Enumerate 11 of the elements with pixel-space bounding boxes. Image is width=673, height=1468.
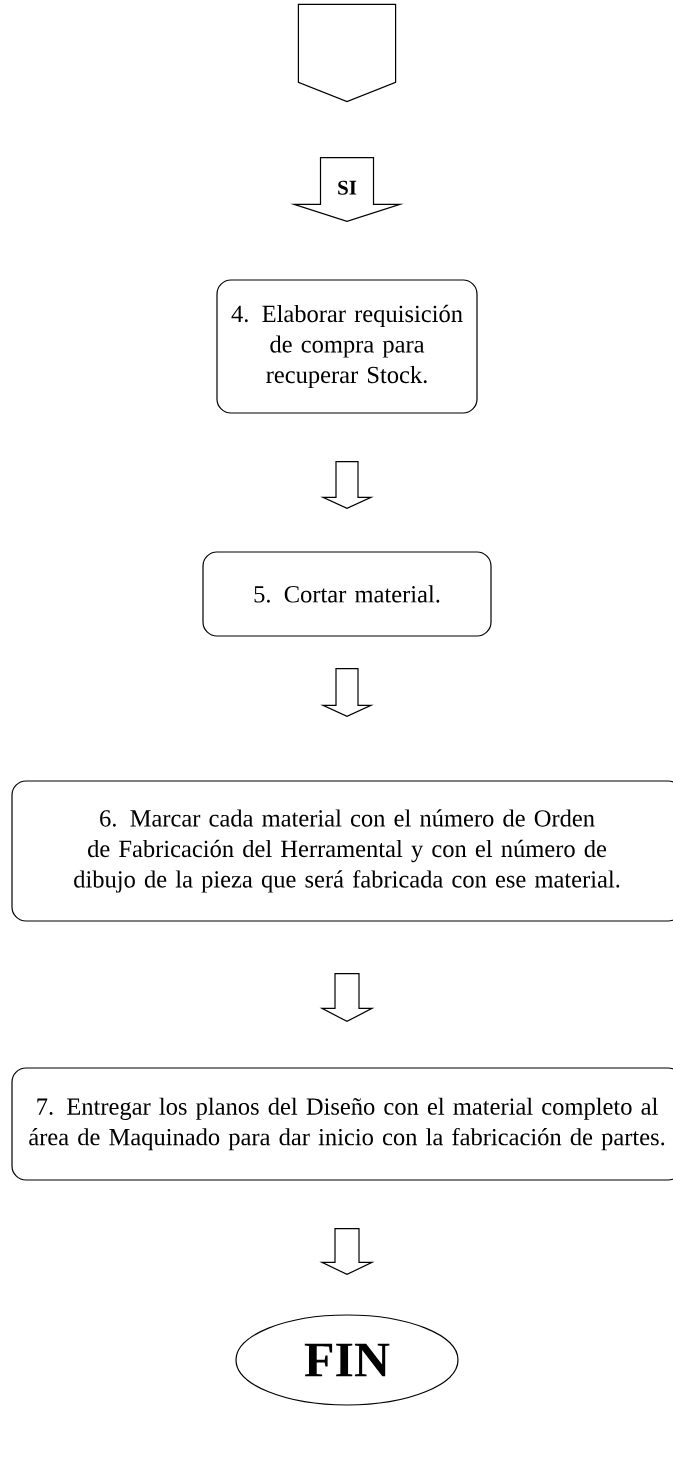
process-box: 4. Elaborar requisición de compra para recuperar Stock. (216, 279, 478, 414)
process-box: 6. Marcar cada material con el número de Orden de Fabricación del Herramental y con el número de dibujo de la pieza que será fabricada con ese material. (11, 780, 673, 922)
block-arrow (319, 1228, 375, 1276)
off-page-connector (297, 3, 397, 103)
process-box: 7. Entregar los planos del Diseño con el material completo al área de Maquinado para dar inicio con la fabricación de partes. (11, 1067, 673, 1181)
block-arrow (319, 973, 375, 1023)
block-arrow (320, 461, 374, 510)
block-arrow (320, 668, 374, 718)
block-arrow (290, 157, 404, 223)
edge-label: SI (338, 180, 357, 195)
process-box: 5. Cortar material. (202, 551, 492, 637)
